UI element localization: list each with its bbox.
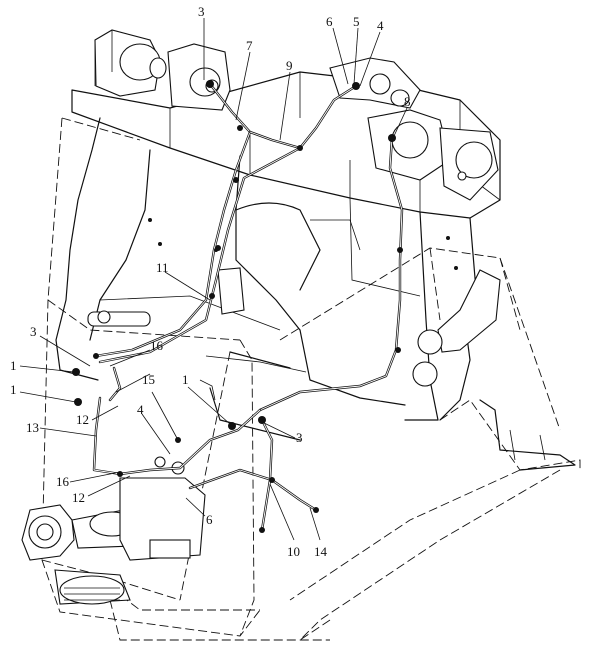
callout-7: 7 — [246, 38, 253, 53]
callout-6-lower: 6 — [206, 512, 213, 527]
callout-16-upper: 16 — [150, 338, 164, 353]
leader-lines — [19, 18, 408, 541]
callout-3-left: 3 — [30, 324, 37, 339]
callout-15: 15 — [142, 372, 155, 387]
callout-3-top: 3 — [198, 4, 205, 19]
callout-14: 14 — [314, 544, 328, 559]
drive-shaft-assembly — [21, 456, 206, 605]
callouts: 3 7 6 5 4 9 8 11 3 16 1 1 15 1 12 4 13 3… — [10, 4, 411, 559]
right-lower-frame — [289, 399, 581, 641]
callout-9: 9 — [286, 58, 293, 73]
callout-11: 11 — [156, 260, 169, 275]
side-link-bracket — [412, 269, 501, 387]
center-upper-plate — [87, 267, 245, 327]
callout-8: 8 — [404, 94, 411, 109]
callout-12-lower: 12 — [72, 490, 85, 505]
callout-16-lower: 16 — [56, 474, 70, 489]
center-top-hinge — [167, 43, 231, 111]
callout-3-right: 3 — [296, 430, 303, 445]
right-top-hinge — [367, 109, 499, 201]
front-frame-dashed — [41, 117, 561, 641]
callout-10: 10 — [287, 544, 300, 559]
hydraulic-pipes — [92, 82, 404, 532]
center-right-hinge — [329, 57, 421, 109]
callout-12-upper: 12 — [76, 412, 89, 427]
callout-5: 5 — [353, 14, 360, 29]
callout-1-lower: 1 — [10, 382, 17, 397]
pipe-fittings — [72, 80, 458, 533]
callout-4-top: 4 — [377, 18, 384, 33]
callout-13: 13 — [26, 420, 39, 435]
callout-4-lower: 4 — [137, 402, 144, 417]
callout-1-upper: 1 — [10, 358, 17, 373]
left-top-hinge — [94, 29, 167, 97]
callout-6-top: 6 — [326, 14, 333, 29]
callout-1-center: 1 — [182, 372, 189, 387]
